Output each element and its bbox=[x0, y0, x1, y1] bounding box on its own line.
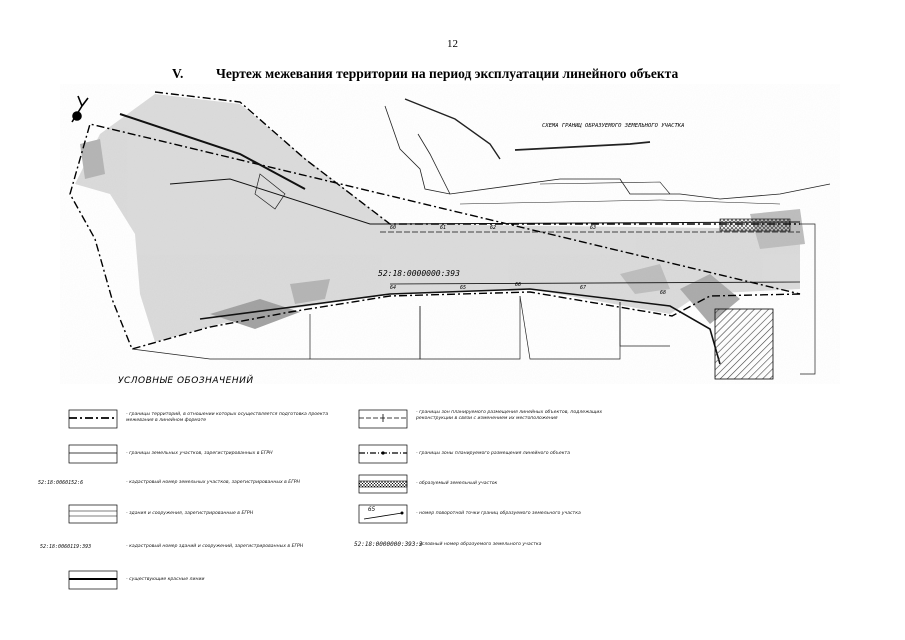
corridor-lines bbox=[119, 113, 801, 365]
legend-symbol-reconstruction bbox=[358, 409, 408, 429]
map-svg: 60 61 62 63 64 65 66 67 68 СХЕМА ГРАНИЦ … bbox=[60, 84, 840, 384]
point-label: 68 bbox=[660, 290, 666, 296]
legend-text: - здания и сооружения, зарегистрированны… bbox=[126, 511, 254, 516]
point-label: 60 bbox=[390, 225, 396, 231]
legend-text: - границы территорий, в отношении которы… bbox=[126, 412, 329, 423]
legend-badge: 65 bbox=[368, 506, 376, 513]
legend-text: - образуемый земельный участок bbox=[416, 481, 498, 486]
legend-cad-code: 52:18:0060152:6 bbox=[38, 480, 84, 486]
territory-boundary bbox=[69, 91, 801, 350]
legend-text: - кадастровый номер земельных участков, … bbox=[126, 480, 300, 485]
legend-symbol-turn-point bbox=[358, 504, 408, 524]
point-label: 65 bbox=[460, 285, 466, 291]
legend-text: - условный номер образуемого земельного … bbox=[416, 542, 542, 547]
legend-cad-code: 52:18:0000000:393:3 bbox=[354, 541, 423, 548]
legend-title: УСЛОВНЫЕ ОБОЗНАЧЕНИЙ bbox=[118, 376, 254, 386]
legend-text: - границы зоны планируемого размещения л… bbox=[416, 451, 571, 456]
point-label: 63 bbox=[590, 225, 596, 231]
section-title: Чертеж межевания территории на период эк… bbox=[216, 66, 679, 81]
point-label: 64 bbox=[390, 285, 396, 291]
scheme-label: СХЕМА ГРАНИЦ ОБРАЗУЕМОГО ЗЕМЕЛЬНОГО УЧАС… bbox=[542, 123, 684, 129]
point-label: 67 bbox=[580, 285, 586, 291]
page-number: 12 bbox=[447, 38, 458, 50]
section-number: V. bbox=[172, 66, 184, 81]
legend-symbol-planned-zone bbox=[358, 444, 408, 464]
legend-symbol-formed-parcel bbox=[358, 474, 408, 494]
section-heading: V. Чертеж межевания территории на период … bbox=[172, 66, 678, 82]
turn-point-labels: 60 61 62 63 64 65 66 67 68 bbox=[390, 225, 666, 296]
cadastral-map: 60 61 62 63 64 65 66 67 68 СХЕМА ГРАНИЦ … bbox=[60, 84, 840, 384]
crosshatch-strip bbox=[719, 218, 791, 232]
point-label: 62 bbox=[490, 225, 496, 231]
parcel-lines bbox=[131, 173, 816, 375]
point-label: 66 bbox=[515, 282, 521, 288]
legend-symbol-territory bbox=[68, 409, 118, 429]
point-label: 61 bbox=[440, 225, 446, 231]
parcel-label: 52:18:0000000:393 bbox=[378, 269, 460, 278]
legend-symbol-parcel bbox=[68, 444, 118, 464]
legend-text: - номер поворотной точки границ образуем… bbox=[416, 511, 581, 516]
legend-symbol-red-line bbox=[68, 570, 118, 590]
legend-text: - границы земельных участков, зарегистри… bbox=[126, 451, 273, 456]
legend-symbol-building bbox=[68, 504, 118, 524]
legend-text: - существующие красные линии bbox=[126, 577, 205, 582]
hatched-structure bbox=[714, 308, 774, 380]
legend-cad-code: 52:18:0060119:393 bbox=[40, 544, 92, 550]
legend-text: - границы зон планируемого размещения ли… bbox=[416, 410, 603, 421]
north-arrow-icon bbox=[71, 95, 89, 123]
map-texture bbox=[60, 84, 840, 384]
scheme-upper-right bbox=[384, 98, 831, 205]
legend-text: - кадастровый номер зданий и сооружений,… bbox=[126, 544, 304, 549]
